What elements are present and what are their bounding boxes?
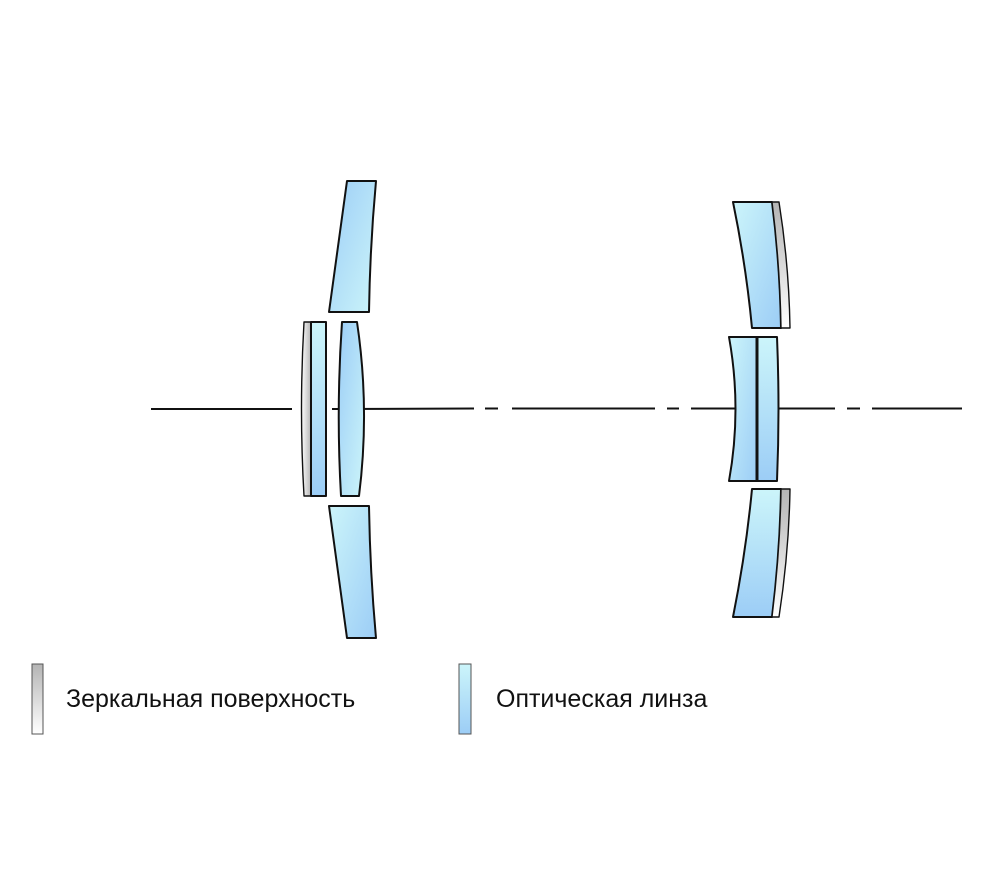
left-upper-lens bbox=[328, 180, 377, 313]
right-doublet-back bbox=[756, 336, 780, 482]
left-thin-lens bbox=[310, 321, 327, 497]
legend-lens-swatch bbox=[458, 663, 472, 735]
right-doublet-front bbox=[728, 336, 758, 482]
left-center-lens bbox=[337, 321, 366, 497]
right-lens-group bbox=[728, 201, 791, 618]
optical-axis bbox=[151, 407, 962, 410]
legend-mirror-label: Зеркальная поверхность bbox=[66, 685, 356, 713]
legend-lens-label: Оптическая линза bbox=[496, 685, 708, 713]
left-lower-lens bbox=[328, 505, 377, 639]
legend-mirror-swatch bbox=[31, 663, 44, 735]
left-mirror-element bbox=[300, 321, 312, 497]
left-lens-group bbox=[300, 180, 377, 639]
right-upper-mirror bbox=[771, 201, 791, 329]
right-lower-mirror bbox=[771, 488, 791, 618]
